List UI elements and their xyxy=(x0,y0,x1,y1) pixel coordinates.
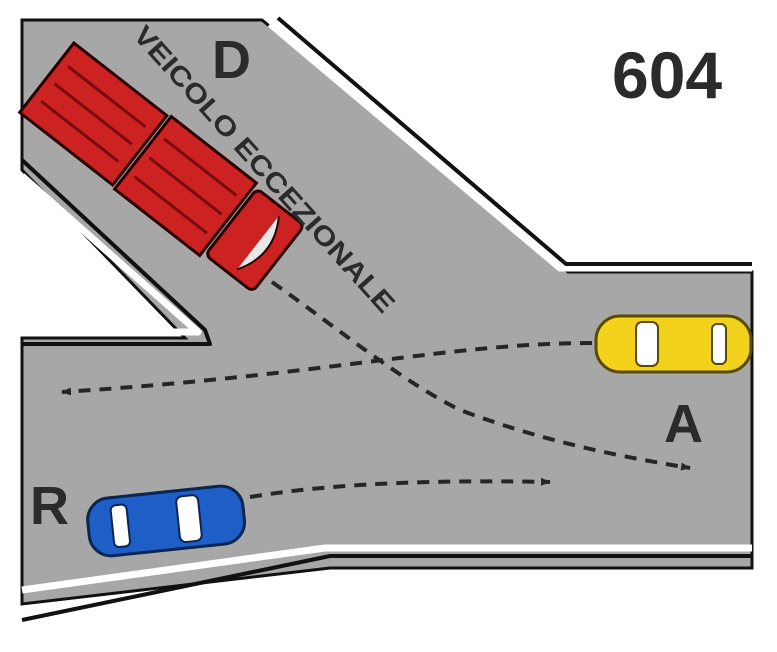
figure-number: 604 xyxy=(612,38,722,112)
truck-vehicle xyxy=(17,40,304,291)
car-r-rear-window xyxy=(109,503,132,549)
car-r xyxy=(86,484,247,558)
label-a: A xyxy=(664,394,703,454)
label-r: R xyxy=(30,476,69,536)
car-a xyxy=(594,314,753,374)
label-d: D xyxy=(212,30,251,90)
road-edge-lines xyxy=(19,21,752,594)
trajectories xyxy=(61,280,691,499)
car-r-windshield xyxy=(175,494,203,544)
edge-line-left-inner xyxy=(19,173,202,336)
edge-line-upper-right xyxy=(267,21,752,272)
curb-left xyxy=(20,158,212,346)
car-r-path-arrow xyxy=(249,477,551,499)
truck-cab xyxy=(206,189,304,291)
edge-line-bottom xyxy=(21,544,752,594)
car-a-windshield xyxy=(635,321,659,367)
road-curbs xyxy=(20,16,752,622)
curb-upper-right xyxy=(276,16,752,266)
car-a-body xyxy=(594,314,753,374)
car-a-path-arrow xyxy=(61,341,593,396)
car-a-rear-window xyxy=(711,323,727,365)
curb-bottom xyxy=(21,554,752,622)
